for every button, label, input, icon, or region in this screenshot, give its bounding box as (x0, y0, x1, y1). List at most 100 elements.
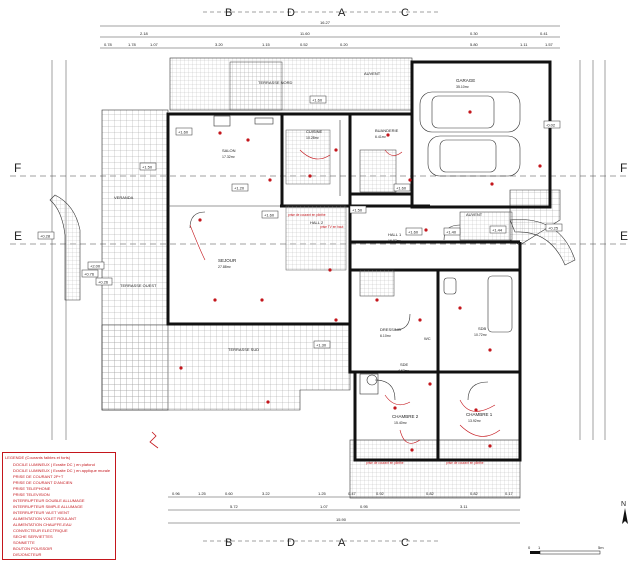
room-sde: SDE (400, 362, 409, 367)
room-sde-area: 4.62m² (398, 369, 410, 373)
room-details (189, 61, 521, 401)
axis-bot-a: A (338, 537, 346, 549)
room-terrasse-nord: TERRASSE NORD (258, 80, 293, 85)
dim-top-2: 11.60 (300, 31, 310, 36)
level-5: +1.60 (264, 213, 275, 218)
legend-item-10: ALIMENTATION CHAUFFE-EAU (13, 522, 72, 527)
room-hall-2: HALL 2 (310, 220, 324, 225)
room-cuisine: CUISINE (306, 129, 323, 134)
level-0: +1.60 (312, 98, 323, 103)
dim-bot-r2-7: 0.82 (426, 491, 435, 496)
dim-bot-r2-3: 3.22 (262, 491, 271, 496)
bottom-dimensions: 0.96 1.25 0.60 3.22 1.25 0.47 0.92 0.82 … (168, 491, 520, 524)
car-outlines (419, 91, 521, 177)
room-buanderie: BUANDERIE (375, 128, 399, 133)
north-label: N (621, 501, 626, 508)
wiring-notes: prise de courant en plinthe prise TV en … (288, 213, 484, 465)
stairs (229, 61, 513, 297)
note-0: prise de courant en plinthe (288, 213, 326, 217)
room-sejour: SEJOUR (218, 258, 237, 263)
legend-item-7: INTERRUPTEUR SIMPLE ALLUMAGE (13, 504, 83, 509)
room-hall-1: HALL 1 (388, 232, 402, 237)
level-11: +0.28 (40, 234, 51, 239)
dim-top-r2-3: 3.20 (215, 42, 224, 47)
dim-bot-r1-3: 3.11 (460, 504, 468, 509)
room-cuisine-area: 10.28m² (306, 136, 320, 140)
room-dressing-area: 6.10m² (380, 334, 392, 338)
dim-bot-r1-2: 0.95 (360, 504, 369, 509)
electrical-wiring (149, 149, 501, 449)
room-terrasse-sud: TERRASSE SUD (228, 347, 259, 352)
room-chambre-1-area: 13.92m² (468, 419, 482, 423)
room-salon: SALON (222, 148, 236, 153)
dim-top-r2-6: 0.20 (340, 42, 349, 47)
dim-top-r2-1: 1.78 (128, 42, 137, 47)
dim-top-r2-5: 0.52 (300, 42, 309, 47)
scale-five: 5m (598, 545, 604, 550)
room-garage: GARAGE (456, 78, 475, 83)
room-sdb: SDB (478, 326, 487, 331)
note-3: prise de courant en plinthe (446, 461, 484, 465)
room-chambre-2-area: 15.40m² (394, 421, 408, 425)
axis-left-e: E (14, 229, 22, 243)
axis-top-c: C (401, 7, 409, 19)
room-hall-1-area: 16.87m² (388, 239, 402, 243)
north-arrow: N (621, 501, 628, 524)
room-salon-area: 17.32m² (222, 155, 236, 159)
dim-top-r2-2: 1.07 (150, 42, 159, 47)
legend-item-4: PRISE TELEPHONE (13, 486, 51, 491)
electrical-symbols (179, 110, 542, 452)
legend-item-13: SONNETTE (13, 540, 35, 545)
top-dimensions: 16.27 2.18 11.60 0.30 0.41 0.78 1.78 1.0… (100, 20, 560, 49)
room-sdb-area: 10.72m² (474, 333, 488, 337)
level-3: +1.20 (234, 186, 245, 191)
dim-bot-r2-2: 0.60 (225, 491, 234, 496)
dim-bot-r1-0: 5.72 (230, 504, 239, 509)
dim-bot-r2-8: 0.82 (470, 491, 479, 496)
level-8: +1.44 (492, 228, 503, 233)
dim-top-overall: 16.27 (320, 20, 331, 25)
axis-top-a: A (338, 7, 346, 19)
dim-bot-r2-0: 0.96 (172, 491, 181, 496)
room-labels: TERRASSE NORD AUVENT GARAGE 35.10m² CUIS… (114, 71, 493, 425)
note-1: prise TV en haut (320, 225, 343, 229)
dim-bot-r2-1: 1.25 (198, 491, 207, 496)
room-veranda: VERANDA (114, 195, 134, 200)
room-garage-area: 35.10m² (456, 85, 470, 89)
legend-item-14: BOUTON POUSSOIR (13, 546, 53, 551)
level-15: +2.00 (90, 264, 101, 269)
dim-bot-r2-4: 1.25 (318, 491, 327, 496)
dim-top-r2-7: 5.80 (470, 42, 479, 47)
axis-bot-c: C (401, 537, 409, 549)
level-markers: +1.60 +1.60 +1.50 +1.20 +1.60 +1.60 +1.4… (37, 95, 563, 349)
dim-bot-r2-9: 0.17 (505, 491, 514, 496)
level-6: +1.40 (446, 230, 457, 235)
level-10: +0.76 (84, 272, 95, 277)
room-wc: WC (424, 336, 431, 341)
axis-bot-d: D (287, 537, 295, 549)
axis-top-b: B (225, 7, 232, 19)
axis-right-f: F (620, 161, 627, 175)
axis-bot-b: B (225, 537, 232, 549)
dim-top-4: 0.41 (540, 31, 549, 36)
level-14: +0.26 (98, 280, 109, 285)
note-2: prise de courant en plinthe (366, 461, 404, 465)
legend-item-11: CONVECTEUR ELECTRIQUE (13, 528, 68, 533)
scale-one: 1 (538, 545, 541, 550)
legend-item-0: DOCILE LUMINEUX ( Ecraite DC ) en plafon… (13, 462, 95, 467)
legend-item-9: ALIMENTATION VOLET ROULANT (13, 516, 77, 521)
terraces (49, 57, 576, 499)
legend-item-6: INTERRUPTEUR DOUBLE ALLUMAGE (13, 498, 85, 503)
dim-bot-overall: 15.90 (336, 517, 347, 522)
bottom-axis-markers: B D A C (203, 537, 440, 549)
room-buanderie-area: 6.41m² (375, 135, 387, 139)
dim-bot-r2-5: 0.47 (348, 491, 357, 496)
axis-left-f: F (14, 161, 21, 175)
scale-bar: 0 1 5m (528, 545, 604, 555)
legend-item-15: DISJONCTEUR (13, 552, 42, 557)
level-7: +1.50 (352, 208, 363, 213)
legend-item-5: PRISE TELEVISION (13, 492, 50, 497)
dim-top-r2-9: 1.57 (545, 42, 554, 47)
level-9: +1.60 (408, 230, 419, 235)
